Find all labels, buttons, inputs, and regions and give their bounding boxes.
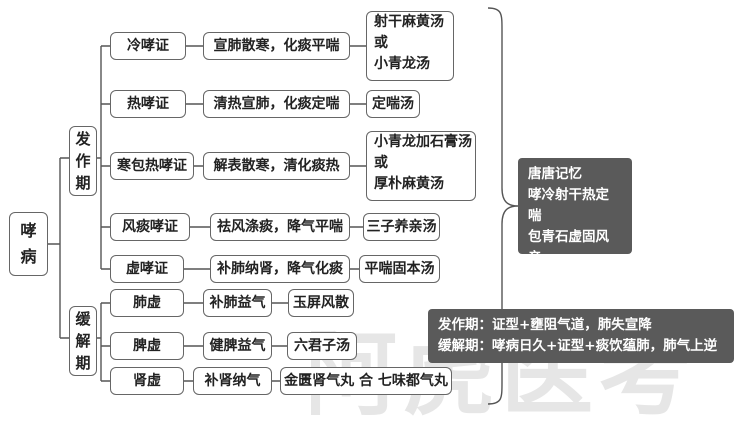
method-node: 宣肺散寒，化痰平喘 <box>203 32 350 60</box>
method-label: 宣肺散寒，化痰平喘 <box>213 38 340 54</box>
syndrome-node: 风痰哮证 <box>110 213 190 241</box>
formula-line: 三子养亲汤 <box>366 219 437 235</box>
formula-line: 或 <box>374 35 388 51</box>
phase-char: 期 <box>75 174 91 192</box>
formula-line: 或 <box>374 155 388 171</box>
method-label: 补肺益气 <box>209 295 266 311</box>
formula-node: 六君子汤 <box>287 332 357 360</box>
formula-line: 平喘固本汤 <box>364 261 435 277</box>
formula-node: 平喘固本汤 <box>359 255 440 283</box>
formula-line: 射干麻黄汤 <box>374 14 444 30</box>
syndrome-node: 肾虚 <box>110 367 184 395</box>
syndrome-label: 肾虚 <box>133 373 161 389</box>
method-node: 解表散寒，清化痰热 <box>203 152 350 180</box>
syndrome-node: 肺虚 <box>110 289 184 317</box>
memory-note: 唐唐记忆 哮冷射干热定喘 包青石虚固风亲 肺玉脾六金匮七 <box>518 158 632 308</box>
formula-label: 玉屏风散 <box>293 295 349 311</box>
syndrome-node: 脾虚 <box>110 332 184 360</box>
method-node: 补肺益气 <box>203 289 272 317</box>
phase-char: 期 <box>75 354 91 372</box>
formula-line: 小青龙汤 <box>374 56 430 72</box>
formula-node: 玉屏风散 <box>288 289 354 317</box>
formula-node: 定喘汤 <box>366 90 420 118</box>
root-char: 病 <box>20 247 37 266</box>
root-char: 哮 <box>20 221 37 240</box>
syndrome-label: 脾虚 <box>133 338 161 354</box>
formula-line: 小青龙加石膏汤 <box>374 134 472 150</box>
note-line: 肺玉脾六金匮七 <box>528 271 609 308</box>
formula-label: 金匮肾气丸 合 七味都气丸 <box>284 373 448 389</box>
formula-node: 射干麻黄汤 或 小青龙汤 <box>366 11 454 81</box>
syndrome-node: 冷哮证 <box>110 32 186 60</box>
note-line: 发作期：证型+壅阻气道，肺失宣降 <box>438 317 652 333</box>
phase-attack: 发 作 期 <box>69 126 97 196</box>
syndrome-label: 冷哮证 <box>127 38 169 54</box>
method-node: 祛风涤痰，降气平喘 <box>210 213 350 241</box>
method-label: 解表散寒，清化痰热 <box>213 158 340 174</box>
method-node: 健脾益气 <box>203 332 272 360</box>
note-line: 缓解期：哮病日久+证型+痰饮蕴肺，肺气上逆 <box>438 338 718 354</box>
syndrome-label: 肺虚 <box>133 295 161 311</box>
formula-node: 三子养亲汤 <box>363 213 440 241</box>
root-node: 哮 病 <box>9 212 48 276</box>
method-node: 清热宣肺，化痰定喘 <box>203 90 350 118</box>
syndrome-node: 寒包热哮证 <box>110 152 194 180</box>
syndrome-node: 虚哮证 <box>110 255 184 283</box>
formula-node: 小青龙加石膏汤 或 厚朴麻黄汤 <box>366 131 476 201</box>
formula-line: 厚朴麻黄汤 <box>374 176 444 192</box>
syndrome-label: 风痰哮证 <box>122 219 178 235</box>
syndrome-label: 寒包热哮证 <box>117 158 187 174</box>
phase-char: 缓 <box>75 310 91 328</box>
formula-line: 定喘汤 <box>372 96 414 112</box>
note-line: 包青石虚固风亲 <box>528 229 609 266</box>
phase-char: 解 <box>75 332 91 350</box>
method-label: 清热宣肺，化痰定喘 <box>213 96 340 112</box>
note-line: 唐唐记忆 <box>528 166 582 182</box>
method-label: 健脾益气 <box>209 338 266 354</box>
phase-char: 发 <box>75 130 91 148</box>
syndrome-label: 热哮证 <box>127 96 169 112</box>
phase-remission: 缓 解 期 <box>69 306 97 376</box>
formula-label: 六君子汤 <box>294 338 350 354</box>
method-label: 祛风涤痰，降气平喘 <box>217 219 343 235</box>
syndrome-label: 虚哮证 <box>126 261 168 277</box>
phase-char: 作 <box>75 152 91 170</box>
formula-node: 金匮肾气丸 合 七味都气丸 <box>280 367 452 395</box>
summary-note: 发作期：证型+壅阻气道，肺失宣降 缓解期：哮病日久+证型+痰饮蕴肺，肺气上逆 <box>428 309 734 363</box>
method-label: 补肾纳气 <box>204 373 261 389</box>
method-node: 补肾纳气 <box>193 367 272 395</box>
syndrome-node: 热哮证 <box>110 90 186 118</box>
note-line: 哮冷射干热定喘 <box>528 187 609 224</box>
method-node: 补肺纳肾，降气化痰 <box>210 255 350 283</box>
method-label: 补肺纳肾，降气化痰 <box>217 261 343 277</box>
